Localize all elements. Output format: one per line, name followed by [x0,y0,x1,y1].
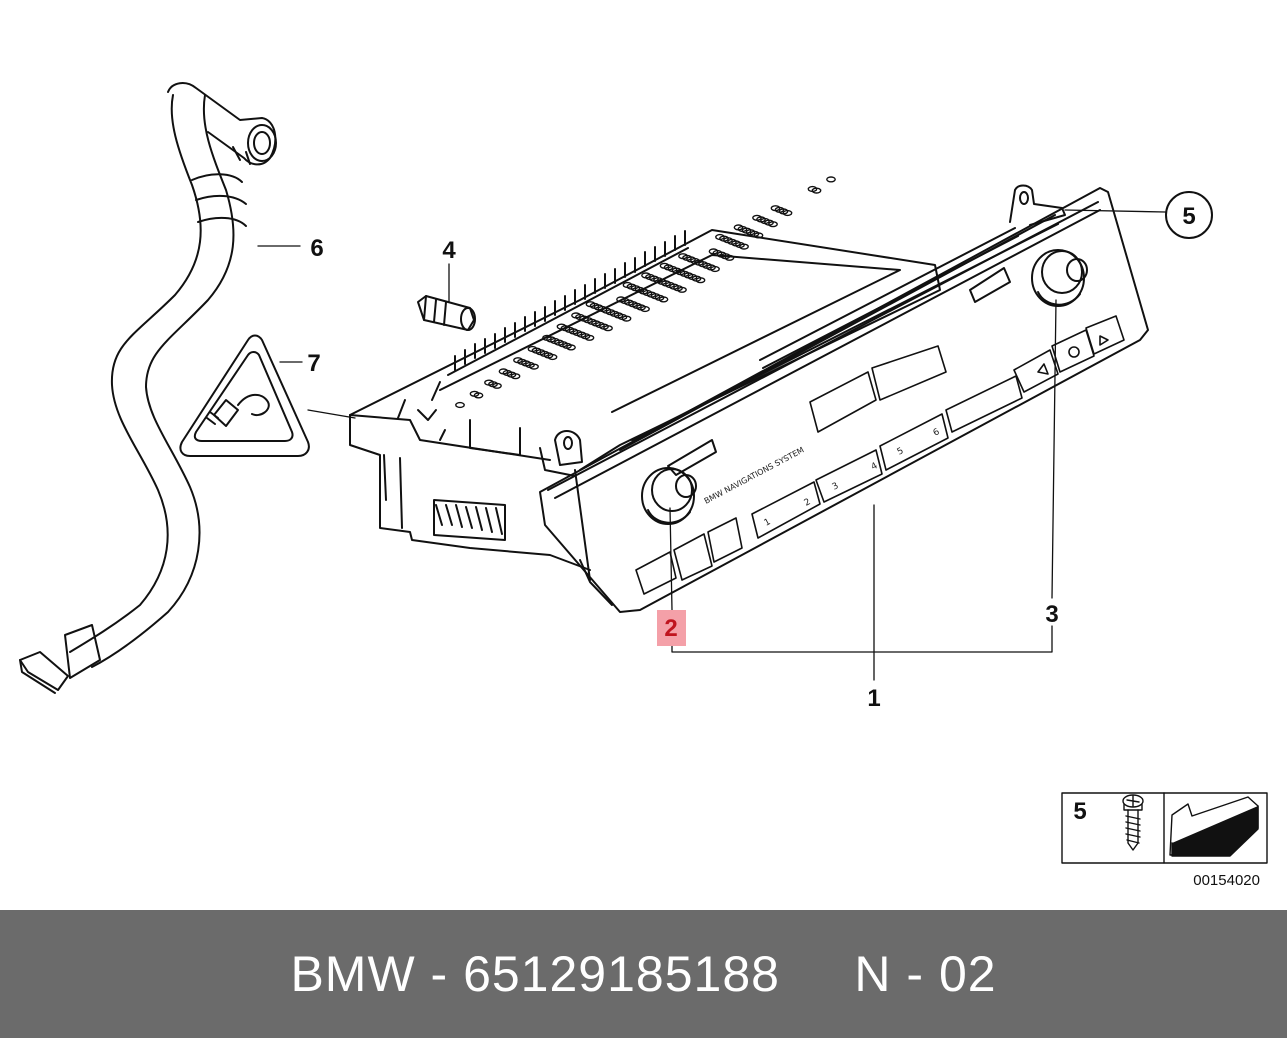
callout-1: 1 [867,685,880,712]
footer-part-number: BMW - 65129185188 N - 02 [290,946,997,1002]
callout-highlight [657,610,686,646]
vent-hole [473,392,484,399]
preset-button-6: 6 [932,427,942,439]
faceplate-buttons [635,315,1125,595]
vent-hole [753,232,764,239]
inset-box [1061,792,1268,864]
vent-hole [724,254,735,261]
preset-button-3: 3 [831,481,841,493]
vent-hole [510,373,521,380]
vent-holes [455,176,836,409]
vent-hole [547,353,558,361]
vent-hole [529,363,539,370]
vent-hole [455,401,465,409]
vent-hole [584,334,595,341]
vent-hole [621,315,632,322]
diagram-code: 00154020 [1193,872,1260,889]
faceplate [539,184,1149,613]
vent-hole [603,325,613,332]
vent-hole [677,286,687,293]
callout-circle-5 [1165,191,1213,239]
vent-hole [566,344,576,351]
callout-6: 6 [310,235,323,262]
callout-7: 7 [307,350,320,377]
vent-hole [695,277,706,284]
preset-button-2: 2 [803,497,813,509]
preset-button-5: 5 [896,446,906,458]
vent-hole [640,305,650,313]
vent-hole [739,243,749,250]
vent-hole [658,296,669,303]
faceplate-brand-text: BMW NAVIGATIONS SYSTEM [703,445,806,505]
callout-5: 5 [1182,203,1195,230]
vent-hole [768,221,778,228]
vent-hole [492,382,502,389]
vent-hole [811,187,822,194]
inset-label: 5 [1073,798,1086,825]
parts-diagram: BMW NAVIGATIONS SYSTEM 1 2 3 4 5 6 1 2 3… [19,82,1268,889]
radio-housing [349,229,941,571]
callout-2: 2 [664,615,677,642]
preset-button-4: 4 [870,461,880,473]
vent-hole [826,176,836,183]
plug [417,295,476,331]
vent-hole [782,209,793,217]
preset-button-1: 1 [763,517,773,529]
callout-4: 4 [442,237,456,264]
vent-hole [710,265,720,273]
antenna-cable [19,82,277,694]
callout-3: 3 [1045,601,1058,628]
footer-bar: BMW - 65129185188 N - 02 [0,910,1287,1038]
leader-lines [257,209,1166,681]
warning-label [179,334,310,457]
